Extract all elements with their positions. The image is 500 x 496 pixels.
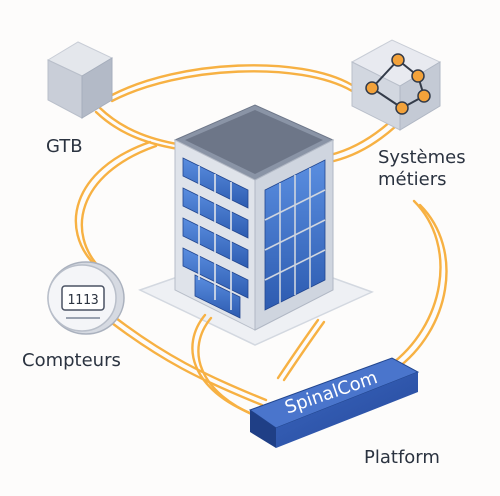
- label-systemes-line1: Systèmes: [378, 147, 466, 168]
- network-cube-icon: [350, 39, 442, 131]
- label-gtb: GTB: [46, 136, 83, 157]
- meter-display: 1113: [67, 293, 98, 308]
- gtb-cube-icon: [46, 41, 114, 119]
- meter-icon: 1113: [47, 261, 125, 335]
- label-platform: Platform: [364, 447, 440, 468]
- label-systemes-metiers: Systèmes métiers: [378, 147, 466, 191]
- connection-cables: [74, 64, 448, 420]
- label-compteurs: Compteurs: [22, 350, 121, 371]
- platform-box: SpinalCom: [248, 357, 420, 448]
- building-icon: [173, 104, 335, 331]
- label-systemes-line2: métiers: [378, 169, 447, 190]
